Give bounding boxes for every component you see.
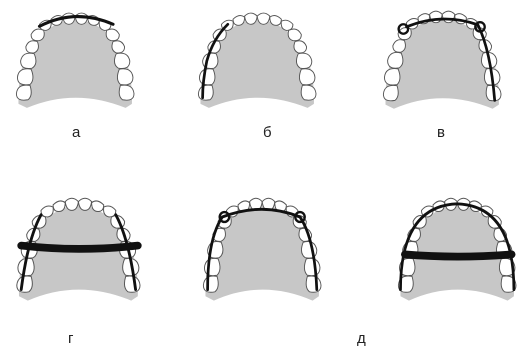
label-d: д	[357, 331, 366, 346]
arch-d1	[203, 198, 321, 300]
arch-a	[16, 13, 134, 108]
label-v: в	[437, 125, 445, 140]
label-g: г	[68, 331, 73, 346]
arch-v	[383, 11, 501, 109]
arch-b	[198, 13, 316, 108]
label-b: б	[263, 125, 272, 140]
label-a: а	[72, 125, 80, 140]
arch-d2	[398, 198, 516, 300]
arch-g	[17, 198, 140, 300]
